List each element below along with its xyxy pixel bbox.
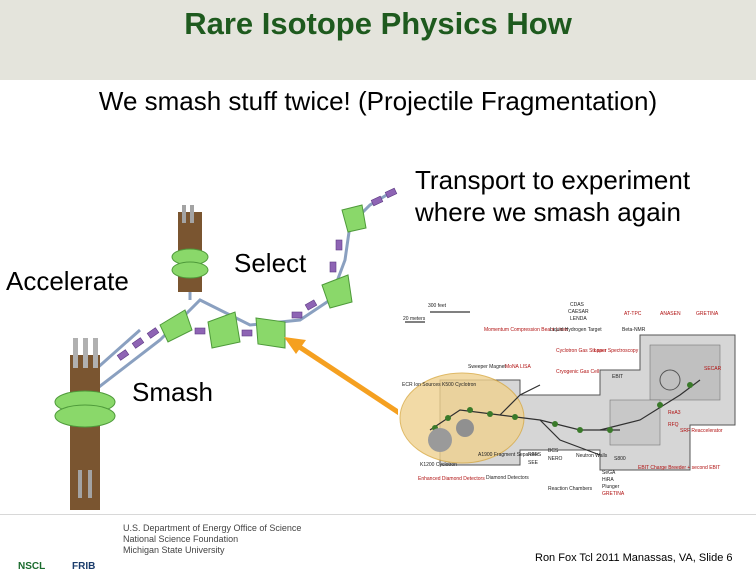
k1200-cyclotron-illustration	[54, 338, 116, 510]
map-label: ECR Ion Sources	[402, 382, 441, 388]
quadrupole-magnets	[116, 187, 398, 361]
transport-label-line2: where we smash again	[415, 197, 681, 227]
map-scale-meters: 20 meters	[403, 316, 426, 322]
map-scale-feet: 300 feet	[428, 303, 447, 309]
map-label: Laser Spectroscopy	[594, 348, 639, 354]
map-label: ReA3	[668, 410, 681, 416]
transport-label: Transport to experiment where we smash a…	[415, 164, 690, 228]
map-label: BCS	[548, 448, 559, 454]
map-label: NERO	[548, 456, 563, 462]
map-label: K1200 Cyclotron	[420, 462, 457, 468]
map-label: S800	[614, 456, 626, 462]
map-label: Diamond Detectors	[486, 475, 529, 481]
map-label: MoNA LISA	[505, 364, 531, 370]
smash-label: Smash	[132, 377, 213, 407]
map-label: CDAS	[570, 302, 584, 308]
map-label: SRF Reaccelerator	[680, 428, 723, 434]
footer-band	[0, 514, 756, 577]
title-band	[0, 0, 756, 80]
map-label: Beta-NMR	[622, 327, 646, 333]
map-label: K500 Cyclotron	[442, 382, 477, 388]
slide-title: Rare Isotope Physics How	[184, 6, 572, 41]
map-label: ANASEN	[660, 311, 681, 317]
map-label: A1900 Fragment Separator	[478, 452, 539, 458]
map-label: Cyclotron Gas Stopper	[556, 348, 607, 354]
dipole-magnets	[159, 204, 367, 349]
map-label: Enhanced Diamond Detectors	[418, 476, 485, 482]
map-label: SEE	[528, 460, 539, 466]
map-label: RFFS	[528, 452, 542, 458]
map-label: Momentum Compression Beam Lines	[484, 327, 568, 333]
map-label: LENDA	[570, 316, 587, 322]
map-label: Plunger	[602, 484, 620, 490]
select-label: Select	[234, 248, 307, 278]
map-label: Reaction Chambers	[548, 486, 593, 492]
map-label: SeGA	[602, 470, 616, 476]
facility-map	[398, 298, 736, 510]
agency-credits: U.S. Department of Energy Office of Scie…	[123, 523, 301, 556]
map-label: Sweeper Magnet	[468, 364, 506, 370]
slide-credit: Ron Fox Tcl 2011 Manassas, VA, Slide 6	[535, 552, 733, 564]
agency-line-nsf: National Science Foundation	[123, 534, 239, 544]
slide-subtitle: We smash stuff twice! (Projectile Fragme…	[98, 86, 658, 116]
map-label: GRETINA	[602, 491, 625, 497]
map-label: HiRA	[602, 477, 614, 483]
frib-logo-text: FRIB	[72, 561, 96, 572]
k500-cyclotron-illustration	[171, 205, 209, 292]
nscl-logo-text: NSCL	[18, 561, 46, 572]
agency-line-msu: Michigan State University	[123, 545, 225, 555]
accelerate-label: Accelerate	[6, 266, 129, 296]
arrow-to-highlight	[284, 337, 412, 423]
map-label: EBIT Charge Breeder + second EBIT	[638, 465, 721, 471]
map-label: AT-TPC	[624, 311, 642, 317]
map-label: RFQ	[668, 422, 679, 428]
map-label: Liquid Hydrogen Target	[550, 327, 602, 333]
transport-label-line1: Transport to experiment	[415, 165, 691, 195]
map-label: Cryogenic Gas Cell	[556, 369, 600, 375]
map-label: GRETINA	[696, 311, 719, 317]
map-label: CAESAR	[568, 309, 589, 315]
agency-line-doe: U.S. Department of Energy Office of Scie…	[123, 523, 302, 533]
map-label: Neutron Walls	[576, 453, 608, 459]
map-label: EBIT	[612, 374, 624, 380]
map-label: SECAR	[704, 366, 722, 372]
